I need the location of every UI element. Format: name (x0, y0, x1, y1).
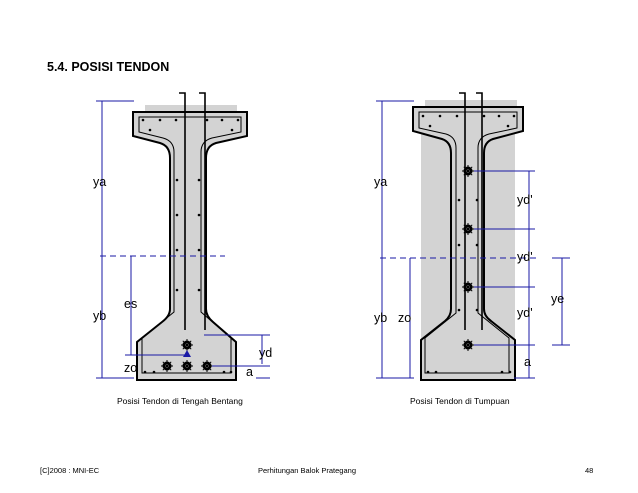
shear-connector (179, 92, 206, 330)
label-yb: yb (93, 309, 107, 323)
footer-title: Perhitungan Balok Prategang (258, 466, 356, 475)
label-zo: zo (398, 311, 412, 325)
section-title: 5.4. POSISI TENDON (47, 60, 170, 74)
dimension-lines (376, 100, 570, 379)
label-es: es (124, 297, 138, 311)
label-ya: ya (374, 175, 388, 189)
support-section (376, 92, 570, 381)
caption-support: Posisi Tendon di Tumpuan (410, 396, 510, 406)
stirrup (418, 111, 518, 374)
midspan-section (96, 92, 270, 381)
label-ya: ya (93, 175, 107, 189)
label-a: a (246, 365, 253, 379)
label-yd-prime-2: yd' (517, 250, 533, 264)
shear-connector (459, 92, 483, 330)
label-yb: yb (374, 311, 388, 325)
dimension-lines (96, 100, 270, 379)
rebar-dots (421, 114, 516, 374)
label-ye: ye (551, 292, 565, 306)
label-yd-prime-3: yd' (517, 306, 533, 320)
deck-slab (425, 100, 517, 108)
label-zo: zo (124, 361, 138, 375)
label-yd-prime-1: yd' (517, 193, 533, 207)
label-yd: yd (259, 346, 273, 360)
i-girder-outline (132, 111, 248, 381)
i-girder-outline (412, 106, 524, 381)
label-a: a (524, 355, 531, 369)
deck-slab (145, 105, 237, 113)
caption-midspan: Posisi Tendon di Tengah Bentang (117, 396, 243, 406)
rebar-dots (141, 118, 240, 374)
footer-copyright: [C]2008 : MNI-EC (40, 466, 100, 475)
arrow-icon (183, 350, 191, 357)
page-number: 48 (585, 466, 594, 475)
